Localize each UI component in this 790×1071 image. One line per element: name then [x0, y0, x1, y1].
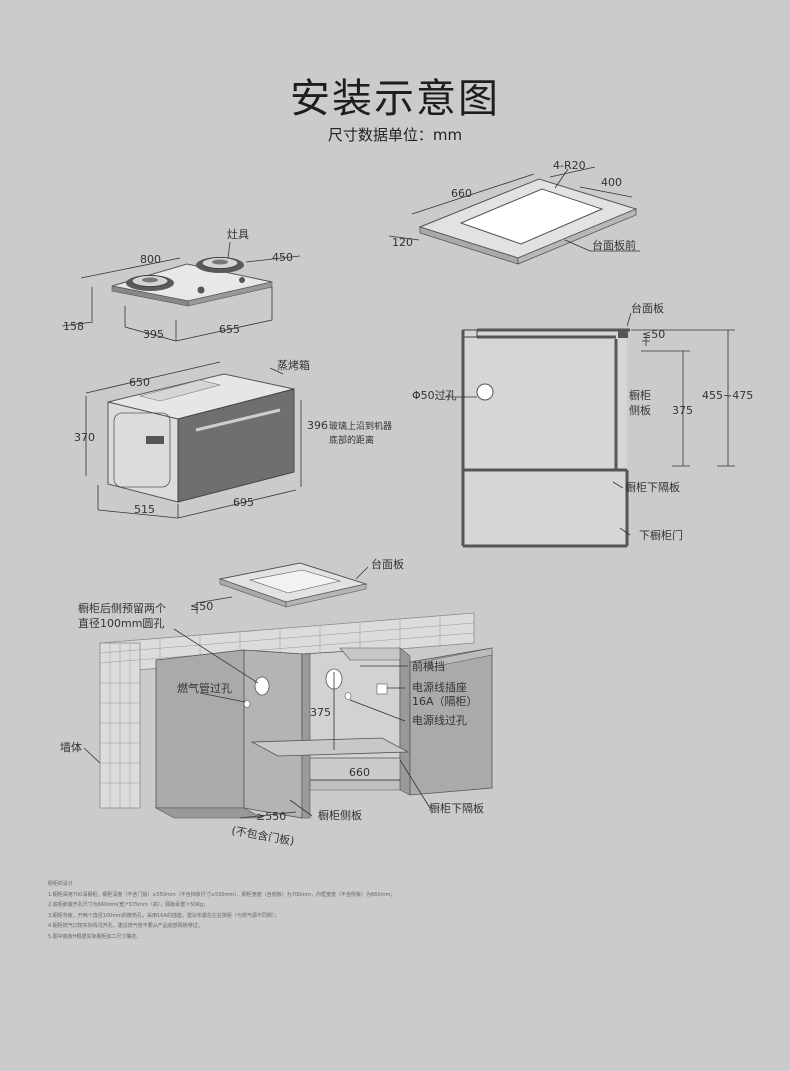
install-shelf-label: 橱柜下隔板 [429, 801, 484, 815]
note-line: 2.底柜嵌装开孔尺寸为660mm(宽)*375mm（高），隔板承重＞50Kg； [48, 902, 209, 908]
section-top-gap-label: ≤50 [642, 328, 665, 341]
oven-width-label: 650 [129, 376, 150, 389]
oven-figure: 蒸烤箱 650 370 515 695 396 玻璃上沿到机器 底部的距离 [74, 358, 392, 519]
install-depth-label: ≥550 [256, 810, 286, 823]
section-lower-shelf-label: 橱柜下隔板 [625, 480, 680, 494]
hob-length-label: 800 [140, 253, 161, 266]
oven-depth-label: 515 [134, 503, 155, 516]
note-line: 橱柜的设计 [48, 881, 74, 887]
install-top-gap-label: ≤50 [190, 600, 213, 613]
oven-label: 蒸烤箱 [277, 358, 310, 372]
oven-glass-distance-label: 396 [307, 419, 328, 432]
install-rear-hole-line2: 直径100mm圆孔 [78, 616, 164, 630]
page-title: 安装示意图 [290, 76, 500, 122]
section-side-panel-line1: 橱柜 [629, 388, 651, 402]
countertop-cutout-figure: 4-R20 660 400 120 台面板前 [388, 159, 640, 265]
hob-label: 灶具 [227, 228, 249, 241]
install-side-panel-label: 橱柜侧板 [318, 808, 362, 822]
section-total-height-label: 455~475 [702, 389, 753, 402]
section-countertop-label: 台面板 [631, 301, 664, 315]
hob-figure: 灶具 800 450 158 395 655 [61, 228, 301, 342]
installation-figure: 台面板 ≤50 橱柜后侧预留两个 直径100mm圆孔 燃气管过孔 前横挡 电源线… [60, 557, 493, 848]
install-width-label: 660 [349, 766, 370, 779]
cabinet-section-figure: 台面板 ≤50 Φ50过孔 橱柜 侧板 375 455~475 橱柜下隔板 下橱… [412, 301, 753, 548]
install-front-rail-label: 前横挡 [412, 659, 445, 673]
note-line: 3.橱柜背板，开两个直径100mm的散热孔，采用16A的插座，建议布置在左右侧柜… [48, 912, 280, 919]
note-line: 5.图中底板H根据实际橱柜加工尺寸确定。 [48, 933, 142, 940]
install-socket-line2: 16A（隔柜） [412, 695, 478, 708]
page-subtitle: 尺寸数据单位：mm [327, 126, 463, 144]
installation-notes: 橱柜的设计 1.橱柜采用700深橱柜。橱柜深度（不含门板）≥550mm（不含挡板… [48, 879, 608, 942]
section-inner-height-label: 375 [672, 404, 693, 417]
hob-height-label: 158 [63, 320, 84, 333]
hob-cutout-length-label: 655 [219, 323, 240, 336]
oven-glass-note-line1: 玻璃上沿到机器 [329, 420, 392, 432]
install-gas-hole-label: 燃气管过孔 [177, 681, 232, 695]
install-depth-note: (不包含门板) [230, 823, 295, 848]
install-rear-hole-line1: 橱柜后侧预留两个 [78, 601, 166, 615]
section-hole-label: Φ50过孔 [412, 389, 457, 402]
install-height-label: 375 [310, 706, 331, 719]
install-wall-label: 墙体 [60, 740, 82, 754]
install-cable-hole-label: 电源线过孔 [412, 713, 467, 727]
oven-glass-note-line2: 底部的距离 [329, 434, 374, 446]
section-lower-door-label: 下橱柜门 [639, 528, 683, 542]
note-line: 1.橱柜采用700深橱柜。橱柜深度（不含门板）≥550mm（不含挡板尺寸≥530… [48, 891, 396, 898]
countertop-radius-label: 4-R20 [553, 159, 586, 172]
countertop-front-label: 台面板前 [592, 238, 636, 252]
section-side-panel-line2: 侧板 [629, 403, 651, 417]
hob-depth-label: 450 [272, 251, 293, 264]
oven-front-width-label: 695 [233, 496, 254, 509]
countertop-edge-label: 120 [392, 236, 413, 249]
note-line: 4.橱柜燃气口按实际情况开孔，建议燃气管不要从产品底部隔板穿过； [48, 923, 203, 929]
countertop-length-label: 660 [451, 187, 472, 200]
install-socket-line1: 电源线插座 [412, 680, 467, 694]
hob-cutout-depth-label: 395 [143, 328, 164, 341]
countertop-width-label: 400 [601, 176, 622, 189]
oven-height-label: 370 [74, 431, 95, 444]
install-countertop-label: 台面板 [371, 557, 404, 571]
